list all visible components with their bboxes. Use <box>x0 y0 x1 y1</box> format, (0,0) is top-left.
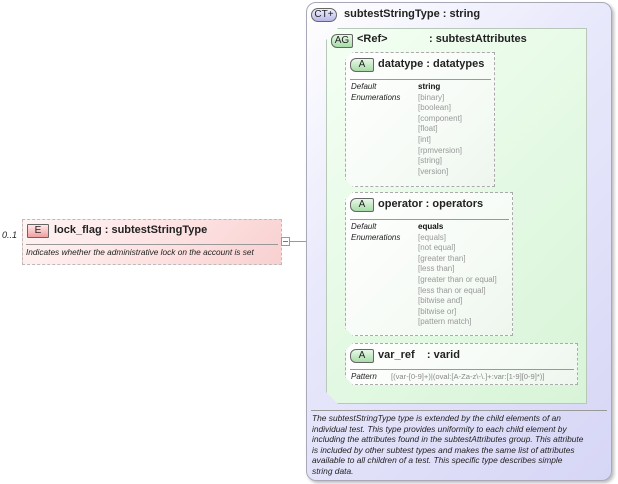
element-badge: E <box>27 224 49 238</box>
attribute-badge: A <box>350 58 374 72</box>
complex-type-badge: CT+ <box>311 8 337 22</box>
enumeration-list: string [binary][boolean] [component][flo… <box>418 82 463 176</box>
attribute-group-badge: AG <box>331 34 353 48</box>
pattern-value: [(var-[0-9]+)|(oval:[A-Za-z\-\.]+:var:[1… <box>391 372 545 381</box>
enumeration-list: equals [equals][not equal] [greater than… <box>418 222 497 327</box>
divider <box>26 244 278 245</box>
attribute-title: var_ref : varid <box>378 349 460 361</box>
complex-type-title: subtestStringType : string <box>344 8 481 20</box>
collapse-toggle[interactable] <box>281 237 290 246</box>
minus-icon <box>283 241 288 242</box>
attribute-title: datatype : datatypes <box>378 58 485 70</box>
divider <box>350 369 574 370</box>
attribute-badge: A <box>350 349 374 363</box>
attribute-group-title: : subtestAttributes <box>429 33 527 45</box>
element-lock-flag[interactable]: E lock_flag : subtestStringType Indicate… <box>22 219 282 265</box>
divider <box>350 79 491 80</box>
attribute-title: operator : operators <box>378 198 484 210</box>
complex-type-description: The subtestStringType type is extended b… <box>312 413 584 476</box>
attribute-var-ref[interactable]: A var_ref : varid Pattern [(var-[0-9]+)|… <box>345 343 578 385</box>
occurrence-label: 0..1 <box>2 230 18 240</box>
pattern-label: Pattern <box>351 372 377 381</box>
divider <box>311 410 607 411</box>
divider <box>350 219 509 220</box>
attribute-group-ref: <Ref> <box>357 33 388 45</box>
plus-icon: + <box>327 9 334 20</box>
element-description: Indicates whether the administrative loc… <box>26 247 254 257</box>
attribute-badge: A <box>350 198 374 212</box>
element-title: lock_flag : subtestStringType <box>54 224 208 236</box>
